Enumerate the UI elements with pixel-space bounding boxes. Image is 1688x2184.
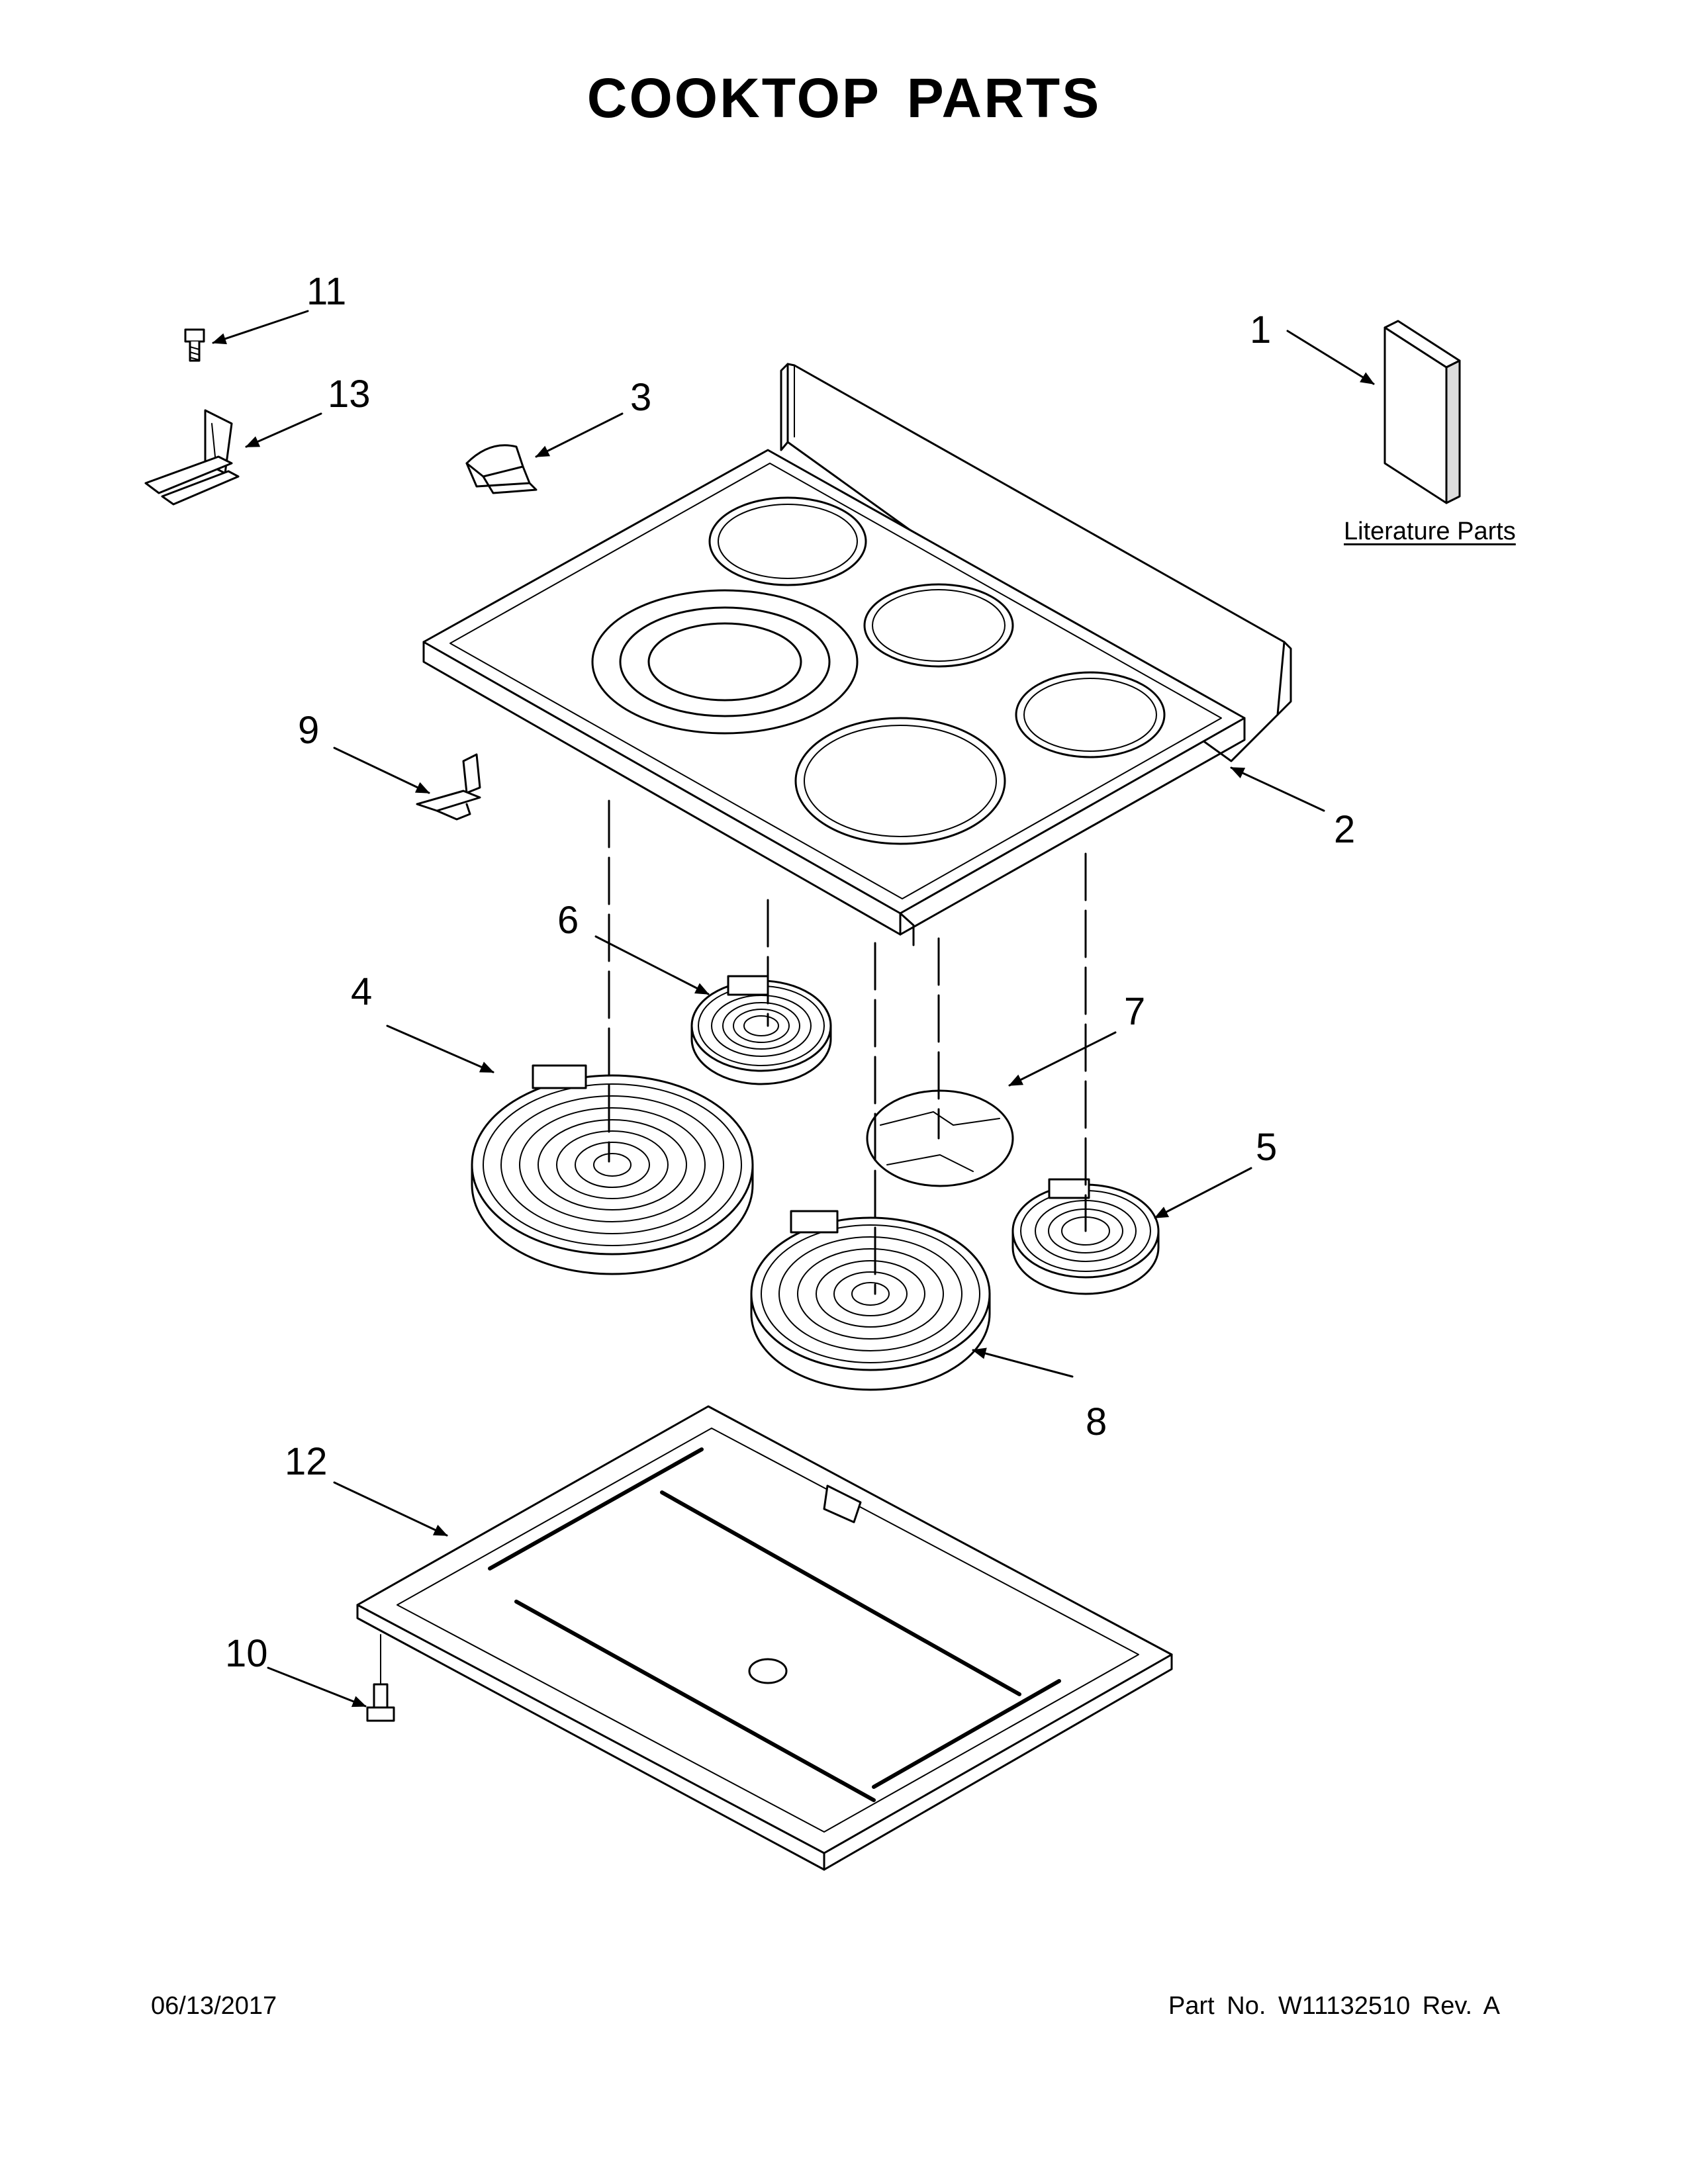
burner-box-pan [356, 1405, 1173, 1871]
callout-12: 12 [285, 1440, 328, 1483]
callout-10: 10 [225, 1632, 268, 1675]
callout-13: 13 [328, 373, 371, 416]
callout-7: 7 [1124, 990, 1146, 1033]
heating-element-medium [750, 1210, 991, 1391]
callout-8: 8 [1086, 1400, 1107, 1443]
leader-arrows [212, 310, 1375, 1707]
callout-1: 1 [1250, 308, 1272, 351]
page-title: COOKTOP PARTS [586, 67, 1102, 129]
clip-part [416, 753, 481, 821]
footer-date: 06/13/2017 [151, 1992, 277, 2020]
callout-6: 6 [557, 899, 579, 942]
heating-element-small [690, 975, 832, 1085]
screw-small [184, 328, 205, 362]
bolt [366, 1634, 395, 1722]
heat-shield-plate [866, 1089, 1014, 1187]
heating-element-large [471, 1064, 754, 1275]
callout-2: 2 [1334, 808, 1356, 851]
callout-3: 3 [630, 376, 652, 419]
terminal-bracket [144, 409, 240, 506]
alignment-lines [608, 799, 1087, 1295]
callout-11: 11 [306, 270, 347, 313]
bracket-part [465, 444, 538, 494]
cooktop-glass [422, 363, 1292, 946]
callout-4: 4 [351, 970, 373, 1013]
footer-part-number: Part No. W11132510 Rev. A [1168, 1992, 1500, 2020]
literature-parts-label: Literature Parts [1344, 518, 1516, 545]
callout-9: 9 [298, 709, 320, 752]
callout-5: 5 [1256, 1126, 1278, 1169]
literature-booklet [1383, 320, 1461, 504]
